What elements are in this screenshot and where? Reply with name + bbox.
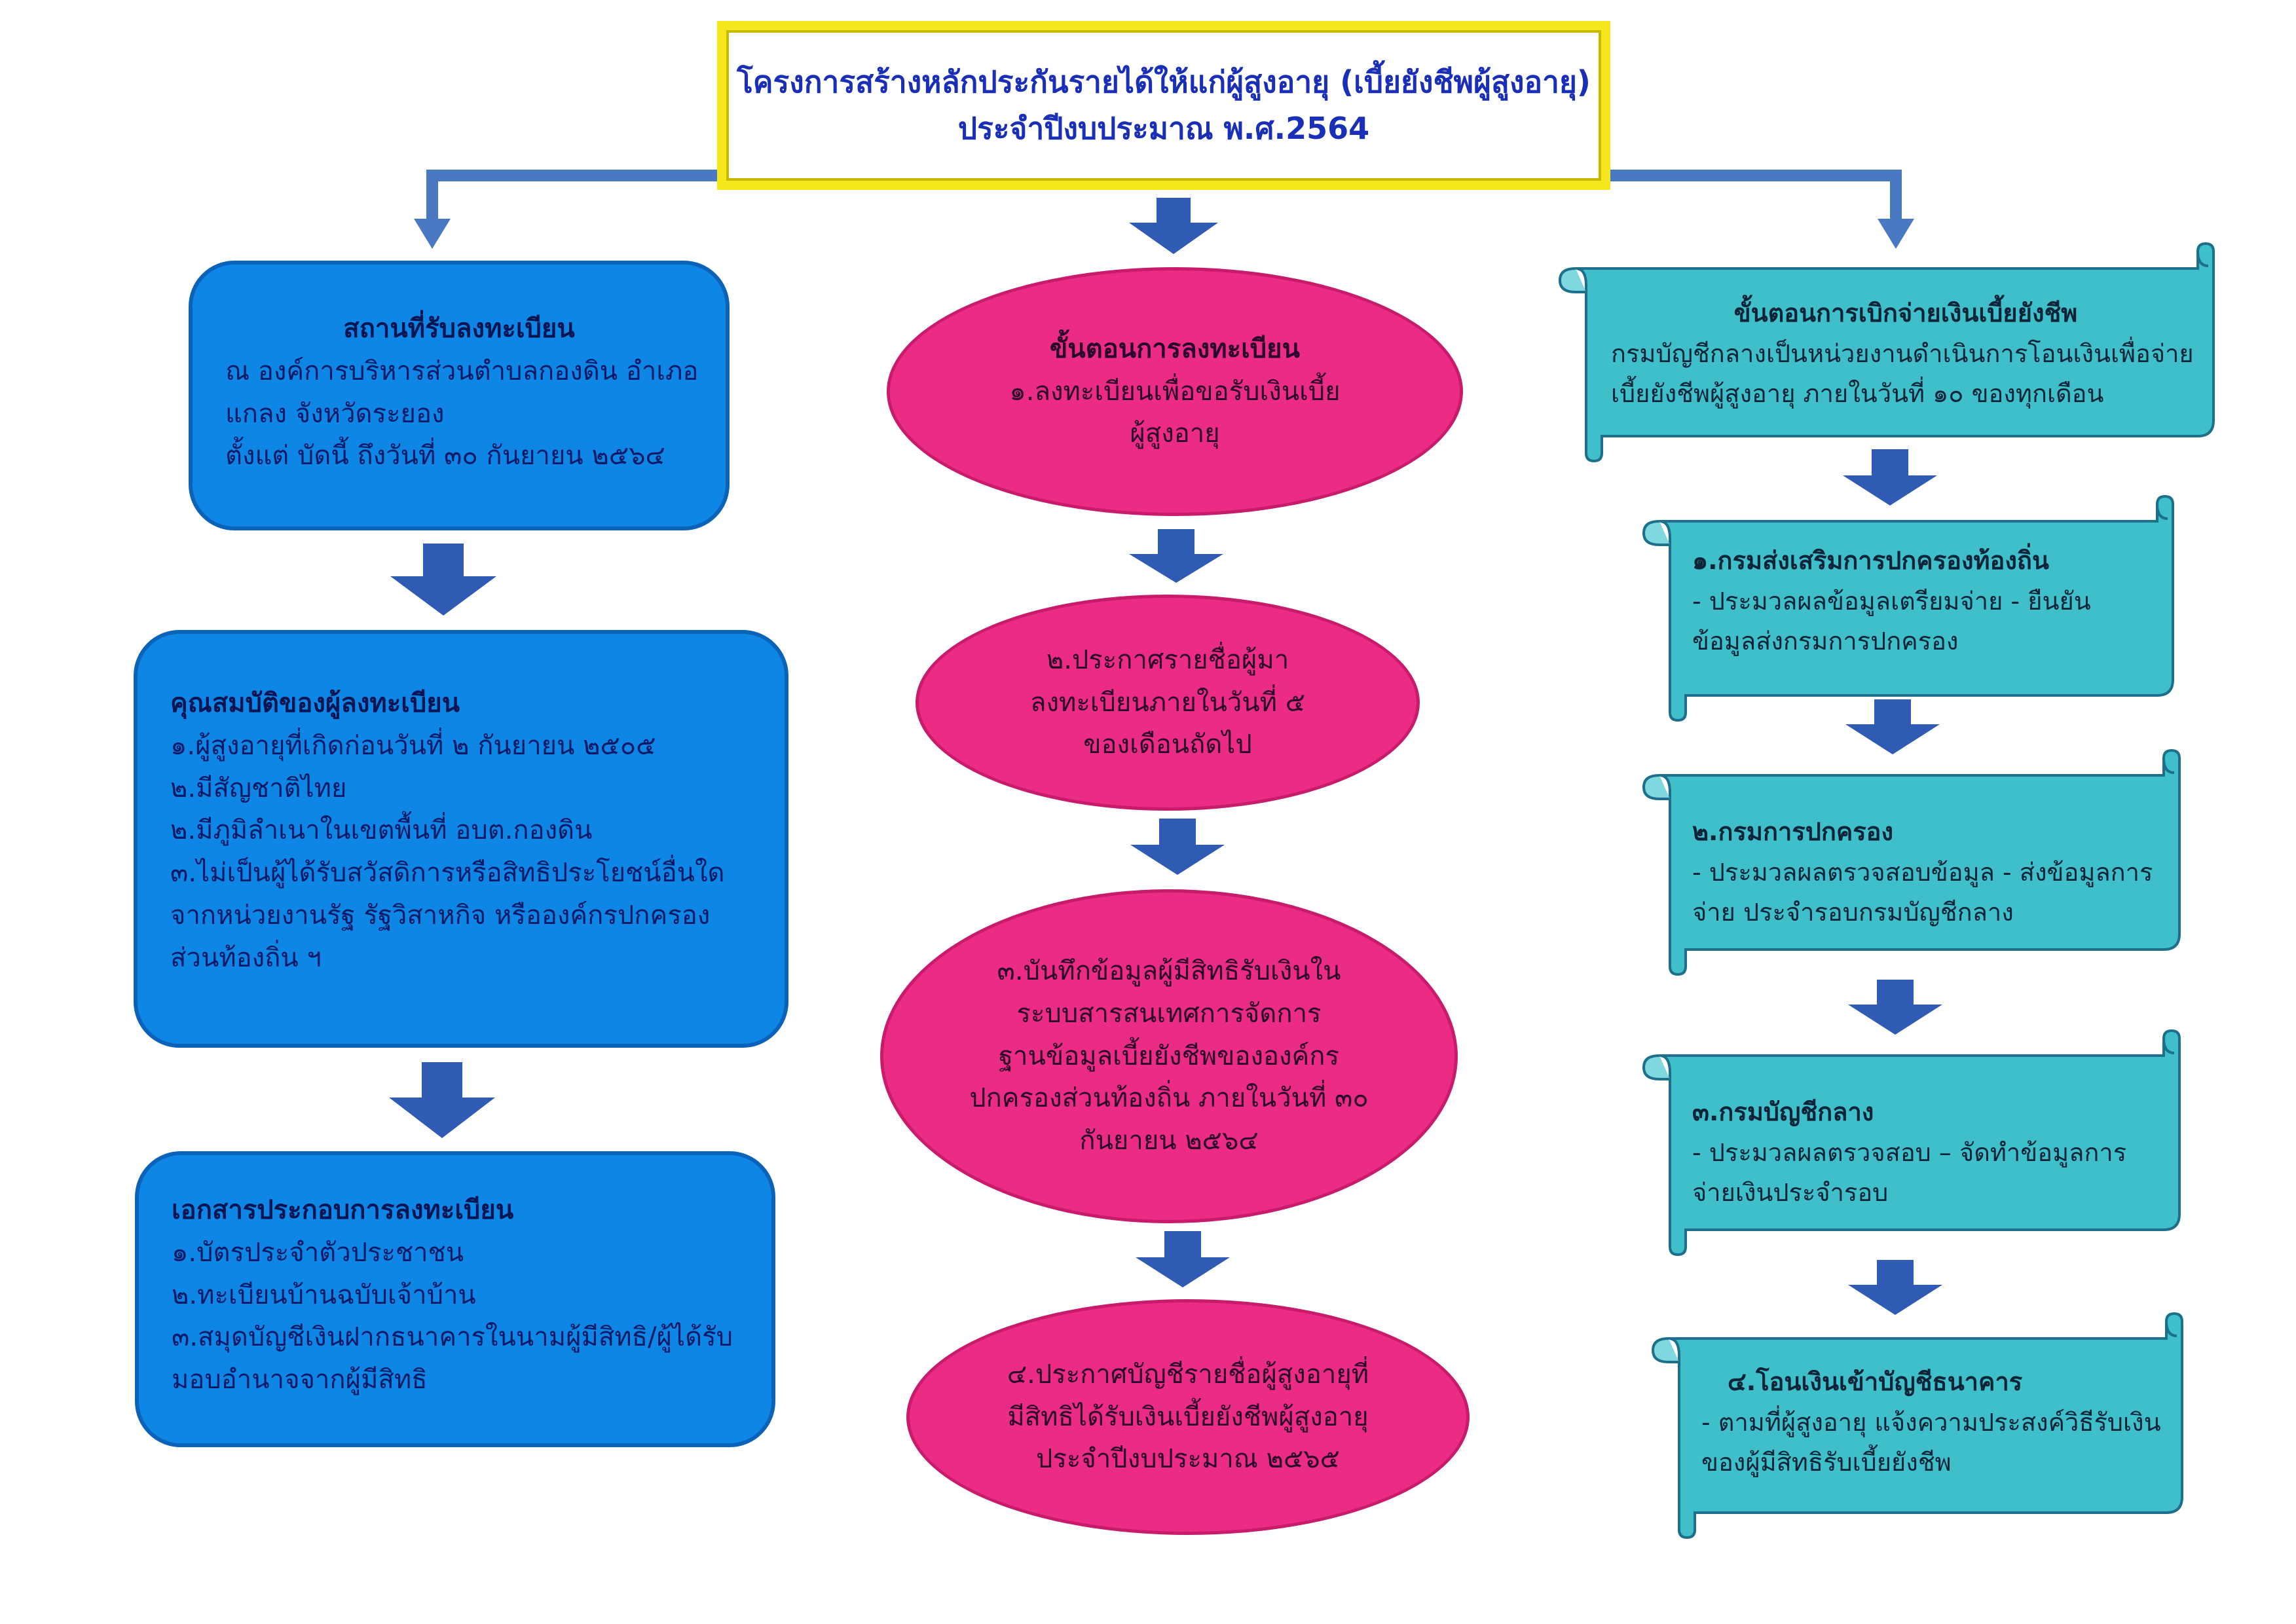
cgd-scroll: ๓.กรมบัญชีกลาง - ประมวลผลตรวจสอบ – จัดทำ…	[1633, 1027, 2190, 1257]
arrow-to-step1	[1129, 198, 1218, 254]
arrow-r1-to-r2	[1845, 699, 1940, 754]
qualification-line: ๒.มีสัญชาติไทย	[170, 773, 347, 803]
registration-step-2-ellipse: ๒.ประกาศรายชื่อผู้มา ลงทะเบียนภายในวันที…	[916, 595, 1420, 811]
arrow-place-to-qualification	[390, 544, 496, 616]
scroll-banner-shape	[1642, 1029, 2181, 1257]
disbursement-line: กรมบัญชีกลางเป็นหน่วยงานดำเนินการโอนเงิน…	[1611, 339, 2194, 368]
step-3-line: ๓.บันทึกข้อมูลผู้มีสิทธิรับเงินใน	[997, 956, 1341, 986]
documents-heading: เอกสารประกอบการลงทะเบียน	[172, 1195, 514, 1225]
documents-box: เอกสารประกอบการลงทะเบียน ๑.บัตรประจำตัวป…	[135, 1151, 775, 1447]
connector-right	[1610, 170, 1902, 223]
documents-line: ๑.บัตรประจำตัวประชาชน	[172, 1237, 464, 1268]
registration-place-line: ตั้งแต่ บัดนี้ ถึงวันที่ ๓๐ กันยายน ๒๕๖๔	[225, 441, 665, 471]
qualification-line: จากหน่วยงานรัฐ รัฐวิสาหกิจ หรือองค์กรปกค…	[170, 900, 711, 931]
dla-heading: ๑.กรมส่งเสริมการปกครองท้องถิ่น	[1692, 546, 2049, 575]
qualification-line: ส่วนท้องถิ่น ฯ	[170, 942, 322, 973]
scroll-banner-shape	[1558, 242, 2215, 463]
step-4-line: ประจำปีงบประมาณ ๒๕๖๕	[1036, 1444, 1340, 1475]
arrow-r2-to-r3	[1848, 980, 1942, 1035]
cgd-line: จ่ายเงินประจำรอบ	[1692, 1178, 1889, 1208]
qualification-line: ๓.ไม่เป็นผู้ได้รับสวัสดิการหรือสิทธิประโ…	[170, 858, 725, 889]
qualification-heading: คุณสมบัติของผู้ลงทะเบียน	[170, 688, 460, 718]
dopa-scroll: ๒.กรมการปกครอง - ประมวลผลตรวจสอบข้อมูล -…	[1633, 747, 2190, 977]
disbursement-scroll: ขั้นตอนการเบิกจ่ายเงินเบี้ยยังชีพ กรมบัญ…	[1549, 240, 2224, 465]
arrow-to-disbursement	[1878, 219, 1914, 249]
dla-scroll: ๑.กรมส่งเสริมการปกครองท้องถิ่น - ประมวลผ…	[1633, 492, 2183, 723]
registration-place-heading: สถานที่รับลงทะเบียน	[343, 314, 575, 344]
documents-line: ๒.ทะเบียนบ้านฉบับเจ้าบ้าน	[172, 1280, 476, 1310]
qualification-line: ๑.ผู้สูงอายุที่เกิดก่อนวันที่ ๒ กันยายน …	[170, 730, 656, 761]
arrow-to-place	[414, 219, 451, 249]
cgd-line: - ประมวลผลตรวจสอบ – จัดทำข้อมูลการ	[1692, 1137, 2127, 1167]
registration-place-line: ณ องค์การบริหารส่วนตำบลกองดิน อำเภอ	[225, 356, 699, 386]
arrow-qualification-to-documents	[389, 1062, 495, 1138]
title-line-1: โครงการสร้างหลักประกันรายได้ให้แก่ผู้สูง…	[737, 64, 1591, 100]
arrow-step2-to-step3	[1130, 819, 1225, 875]
title-line-2: ประจำปีงบประมาณ พ.ศ.2564	[957, 111, 1370, 146]
connector-left	[426, 170, 717, 223]
cgd-heading: ๓.กรมบัญชีกลาง	[1692, 1098, 1874, 1126]
dopa-line: - ประมวลผลตรวจสอบข้อมูล - ส่งข้อมูลการ	[1692, 857, 2153, 887]
registration-step-3-ellipse: ๓.บันทึกข้อมูลผู้มีสิทธิรับเงินใน ระบบสา…	[880, 889, 1458, 1223]
step-2-line: ของเดือนถัดไป	[1083, 729, 1252, 760]
arrow-step1-to-step2	[1129, 529, 1223, 583]
step-3-line: กันยายน ๒๕๖๔	[1079, 1126, 1259, 1156]
registration-place-line: แกลง จังหวัดระยอง	[225, 398, 445, 429]
step-1-line: ผู้สูงอายุ	[1130, 418, 1220, 449]
bank-transfer-line: - ตามที่ผู้สูงอายุ แจ้งความประสงค์วิธีรั…	[1701, 1407, 2161, 1437]
step-2-line: ลงทะเบียนภายในวันที่ ๕	[1029, 687, 1306, 718]
disbursement-heading: ขั้นตอนการเบิกจ่ายเงินเบี้ยยังชีพ	[1733, 299, 2078, 327]
registration-place-box: สถานที่รับลงทะเบียน ณ องค์การบริหารส่วนต…	[189, 261, 730, 530]
bank-transfer-heading: ๔.โอนเงินเข้าบัญชีธนาคาร	[1728, 1367, 2023, 1396]
registration-steps-heading: ขั้นตอนการลงทะเบียน	[1050, 333, 1300, 364]
dopa-heading: ๒.กรมการปกครอง	[1692, 817, 1894, 846]
qualification-line: ๒.มีภูมิลำเนาในเขตพื้นที่ อบต.กองดิน	[170, 815, 593, 846]
step-4-line: มีสิทธิได้รับเงินเบี้ยยังชีพผู้สูงอายุ	[1007, 1401, 1369, 1432]
disbursement-line: เบี้ยยังชีพผู้สูงอายุ ภายในวันที่ ๑๐ ของ…	[1611, 379, 2104, 409]
arrow-r3-to-r4	[1848, 1260, 1942, 1315]
arrow-step3-to-step4	[1136, 1231, 1230, 1287]
scroll-banner-shape	[1642, 748, 2181, 976]
dla-line: - ประมวลผลข้อมูลเตรียมจ่าย - ยืนยัน	[1692, 586, 2091, 616]
step-4-line: ๔.ประกาศบัญชีรายชื่อผู้สูงอายุที่	[1007, 1359, 1369, 1390]
title-box: โครงการสร้างหลักประกันรายได้ให้แก่ผู้สูง…	[717, 21, 1610, 190]
step-2-line: ๒.ประกาศรายชื่อผู้มา	[1046, 644, 1289, 675]
documents-line: ๓.สมุดบัญชีเงินฝากธนาคารในนามผู้มีสิทธิ/…	[172, 1322, 733, 1353]
qualification-box: คุณสมบัติของผู้ลงทะเบียน ๑.ผู้สูงอายุที่…	[134, 630, 788, 1048]
bank-transfer-scroll: ๔.โอนเงินเข้าบัญชีธนาคาร - ตามที่ผู้สูงอ…	[1642, 1310, 2193, 1540]
scroll-banner-shape	[1651, 1312, 2183, 1540]
scroll-banner-shape	[1642, 494, 2174, 722]
step-3-line: ระบบสารสนเทศการจัดการ	[1016, 998, 1322, 1029]
step-3-line: ฐานข้อมูลเบี้ยยังชีพขององค์กร	[998, 1041, 1340, 1071]
step-3-line: ปกครองส่วนท้องถิ่น ภายในวันที่ ๓๐	[969, 1083, 1369, 1114]
registration-step-4-ellipse: ๔.ประกาศบัญชีรายชื่อผู้สูงอายุที่ มีสิทธ…	[906, 1299, 1470, 1535]
registration-step-1-ellipse: ขั้นตอนการลงทะเบียน ๑.ลงทะเบียนเพื่อขอรั…	[887, 267, 1463, 516]
dopa-line: จ่าย ประจำรอบกรมบัญชีกลาง	[1692, 898, 2014, 927]
documents-line: มอบอำนาจจากผู้มีสิทธิ	[172, 1365, 428, 1395]
dla-line: ข้อมูลส่งกรมการปกครอง	[1692, 627, 1959, 656]
bank-transfer-line: ของผู้มีสิทธิรับเบี้ยยังชีพ	[1701, 1448, 1952, 1477]
step-1-line: ๑.ลงทะเบียนเพื่อขอรับเงินเบี้ย	[1009, 376, 1341, 407]
arrow-disbursement-to-r1	[1843, 449, 1937, 506]
